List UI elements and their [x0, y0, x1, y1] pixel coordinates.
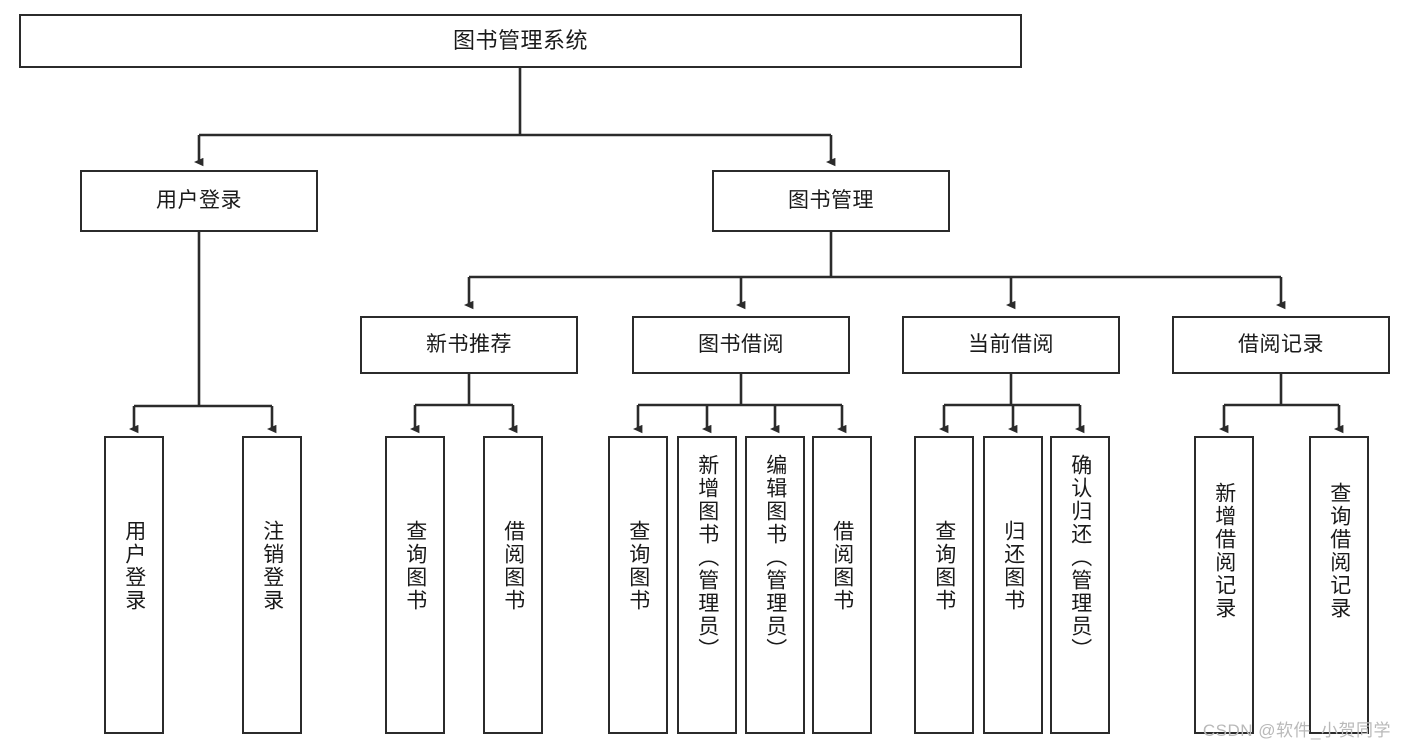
node-label: 新增借阅记录 — [1212, 482, 1236, 620]
node-label: 归还图书 — [1001, 520, 1025, 612]
node-label: 借阅图书 — [830, 520, 854, 612]
node-label: 查询图书 — [626, 520, 650, 612]
node-label: 注销登录 — [260, 520, 284, 612]
node-label: 新书推荐 — [426, 332, 512, 356]
watermark: CSDN @软件_小贺同学 — [1202, 721, 1391, 740]
node-leaf-borrow-book-2[interactable]: 借阅图书 — [812, 436, 872, 734]
node-borrow-record[interactable]: 借阅记录 — [1172, 316, 1390, 374]
node-label: 图书借阅 — [698, 332, 784, 356]
node-label: 查询图书 — [403, 520, 427, 612]
node-user-login[interactable]: 用户登录 — [80, 170, 318, 232]
node-book-manage[interactable]: 图书管理 — [712, 170, 950, 232]
node-label: 借阅记录 — [1238, 332, 1324, 356]
node-label: 图书管理系统 — [452, 28, 588, 54]
node-current-borrow[interactable]: 当前借阅 — [902, 316, 1120, 374]
node-label: 查询图书 — [932, 520, 956, 612]
node-leaf-query-record[interactable]: 查询借阅记录 — [1309, 436, 1369, 734]
node-label: 用户登录 — [156, 188, 242, 212]
node-label: 查询借阅记录 — [1327, 482, 1351, 620]
node-leaf-query-book-1[interactable]: 查询图书 — [385, 436, 445, 734]
node-leaf-confirm-return[interactable]: 确认归还（管理员） — [1050, 436, 1110, 734]
node-label: 图书管理 — [788, 188, 874, 212]
node-label: 用户登录 — [122, 520, 146, 612]
node-leaf-borrow-book-1[interactable]: 借阅图书 — [483, 436, 543, 734]
node-label: 借阅图书 — [501, 520, 525, 612]
node-leaf-return-book[interactable]: 归还图书 — [983, 436, 1043, 734]
node-label: 当前借阅 — [968, 332, 1054, 356]
node-book-borrow[interactable]: 图书借阅 — [632, 316, 850, 374]
node-label: 编辑图书（管理员） — [763, 454, 787, 661]
node-leaf-query-book-3[interactable]: 查询图书 — [914, 436, 974, 734]
node-leaf-logout[interactable]: 注销登录 — [242, 436, 302, 734]
node-leaf-user-login[interactable]: 用户登录 — [104, 436, 164, 734]
node-new-book-recommend[interactable]: 新书推荐 — [360, 316, 578, 374]
node-leaf-add-book[interactable]: 新增图书（管理员） — [677, 436, 737, 734]
node-leaf-edit-book[interactable]: 编辑图书（管理员） — [745, 436, 805, 734]
node-label: 确认归还（管理员） — [1068, 454, 1092, 661]
node-root-system[interactable]: 图书管理系统 — [19, 14, 1022, 68]
node-leaf-query-book-2[interactable]: 查询图书 — [608, 436, 668, 734]
node-leaf-add-record[interactable]: 新增借阅记录 — [1194, 436, 1254, 734]
node-label: 新增图书（管理员） — [695, 454, 719, 661]
